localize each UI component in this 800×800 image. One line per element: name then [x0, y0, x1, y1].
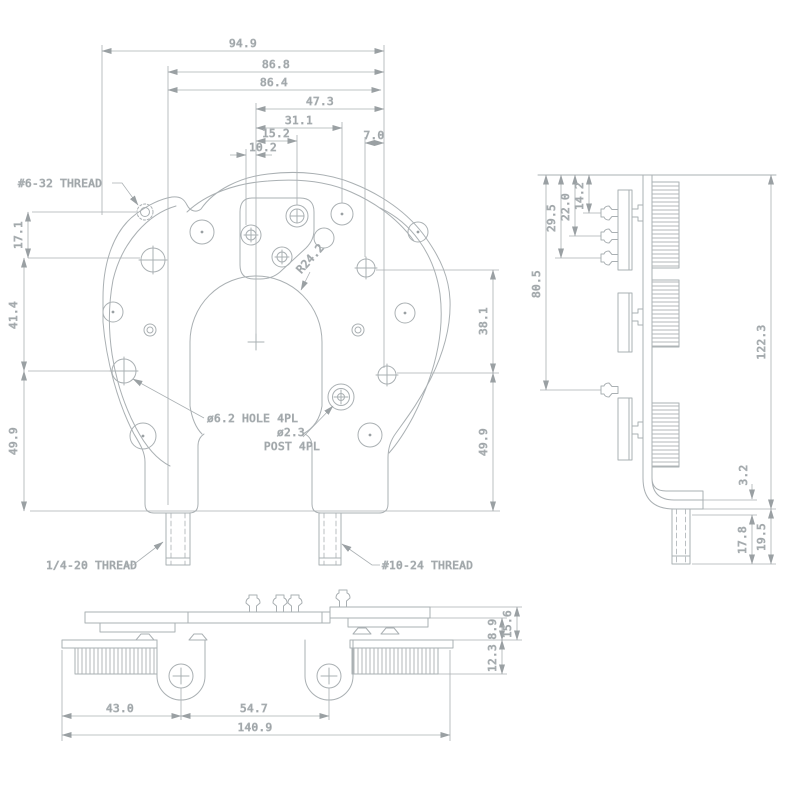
dim-8-9: 8.9 [486, 618, 499, 639]
bottom-view-dimensions: 43.0 54.7 140.9 15.6 8.9 12.3 [61, 606, 522, 741]
bottom-plate-raised [329, 606, 431, 619]
rivet-foot [135, 633, 155, 641]
rivet [631, 204, 644, 222]
under-plate [347, 617, 429, 628]
dim-12-3: 12.3 [486, 644, 499, 672]
dim-10-2: 10.2 [249, 141, 277, 154]
label-stud-left: 1/4-20 THREAD [46, 559, 137, 572]
dim-86-4: 86.4 [260, 76, 288, 89]
rivet [631, 308, 644, 326]
front-view [102, 171, 451, 566]
label-post-dia: ø2.3 [277, 426, 305, 439]
lobe-hole [240, 224, 262, 246]
bottom-plate [84, 611, 331, 624]
post [600, 382, 619, 398]
stud-left [165, 512, 191, 566]
ring-hole [143, 323, 157, 337]
front-inner-contour-right [379, 207, 442, 454]
dim-15-2: 15.2 [262, 127, 290, 140]
center-mark [247, 333, 265, 351]
dim-47-3: 47.3 [306, 95, 334, 108]
hole [189, 219, 215, 245]
hole [313, 227, 335, 249]
dim-49-9-left: 49.9 [7, 427, 20, 455]
post [287, 594, 303, 613]
dim-41-4: 41.4 [7, 301, 20, 329]
dim-19-5: 19.5 [755, 523, 768, 551]
fins [651, 279, 680, 348]
dim-49-9-right: 49.9 [477, 428, 490, 456]
side-subplate [617, 292, 633, 353]
lobe-hole [271, 246, 293, 268]
label-radius: R24.2 [294, 241, 327, 276]
rivet-foot [188, 633, 208, 641]
front-inner-contour-top [186, 179, 415, 242]
post [600, 228, 619, 244]
dim-86-8: 86.8 [262, 58, 290, 71]
hole [394, 302, 416, 324]
dim-17-1: 17.1 [12, 221, 25, 249]
dim-140-9: 140.9 [237, 721, 272, 734]
front-inner-contour-left [108, 205, 177, 467]
hole [129, 422, 157, 450]
dim-29-5: 29.5 [545, 204, 558, 232]
dim-80-5: 80.5 [530, 270, 543, 298]
under-plate [99, 622, 176, 633]
post [335, 589, 351, 608]
label-thread-top: #6-32 THREAD [18, 177, 102, 190]
stud-right [318, 512, 342, 566]
dim-38-1: 38.1 [477, 307, 490, 335]
label-stud-right: #10-24 THREAD [382, 559, 473, 572]
fins [351, 647, 439, 675]
ring-hole [351, 323, 365, 337]
dim-22-0: 22.0 [559, 193, 572, 221]
fins [74, 647, 158, 675]
fins [651, 181, 680, 269]
side-view-dimensions: 14.2 22.0 29.5 80.5 122.3 3.2 17.8 19.5 [530, 174, 776, 565]
post [245, 594, 261, 613]
dim-94-9: 94.9 [229, 37, 257, 50]
front-view-dimensions: 94.9 86.8 86.4 47.3 31.1 15.2 10.2 7.0 1… [7, 37, 500, 572]
dim-43-0: 43.0 [106, 702, 134, 715]
post [600, 205, 619, 221]
label-post-qty: POST 4PL [264, 440, 320, 453]
shelf [61, 639, 158, 649]
thread-hole [136, 203, 154, 221]
side-stud [671, 508, 691, 565]
dim-15-6: 15.6 [501, 610, 514, 638]
post [272, 594, 288, 613]
rivet [631, 421, 644, 439]
side-view [537, 174, 777, 565]
bottom-view [61, 589, 454, 701]
side-plate [642, 174, 704, 510]
hole [407, 221, 429, 243]
top-lobe [239, 197, 315, 280]
post [600, 250, 619, 266]
rivet-foot [380, 627, 400, 635]
shelf [349, 639, 454, 649]
dim-54-7: 54.7 [240, 702, 268, 715]
rivet-foot [352, 627, 372, 635]
fins [651, 402, 680, 468]
dim-14-2: 14.2 [573, 182, 586, 210]
dim-122-3: 122.3 [755, 324, 768, 359]
post-feature [327, 383, 355, 411]
dim-3-2: 3.2 [737, 464, 750, 485]
dim-31-1: 31.1 [285, 114, 313, 127]
side-subplate [617, 189, 633, 271]
hole [357, 422, 383, 448]
dim-17-8: 17.8 [736, 526, 749, 554]
label-hole: ø6.2 HOLE 4PL [207, 412, 298, 425]
dim-7-0: 7.0 [363, 129, 384, 142]
side-subplate [617, 397, 633, 461]
hole [102, 301, 124, 323]
front-outline [102, 171, 451, 514]
